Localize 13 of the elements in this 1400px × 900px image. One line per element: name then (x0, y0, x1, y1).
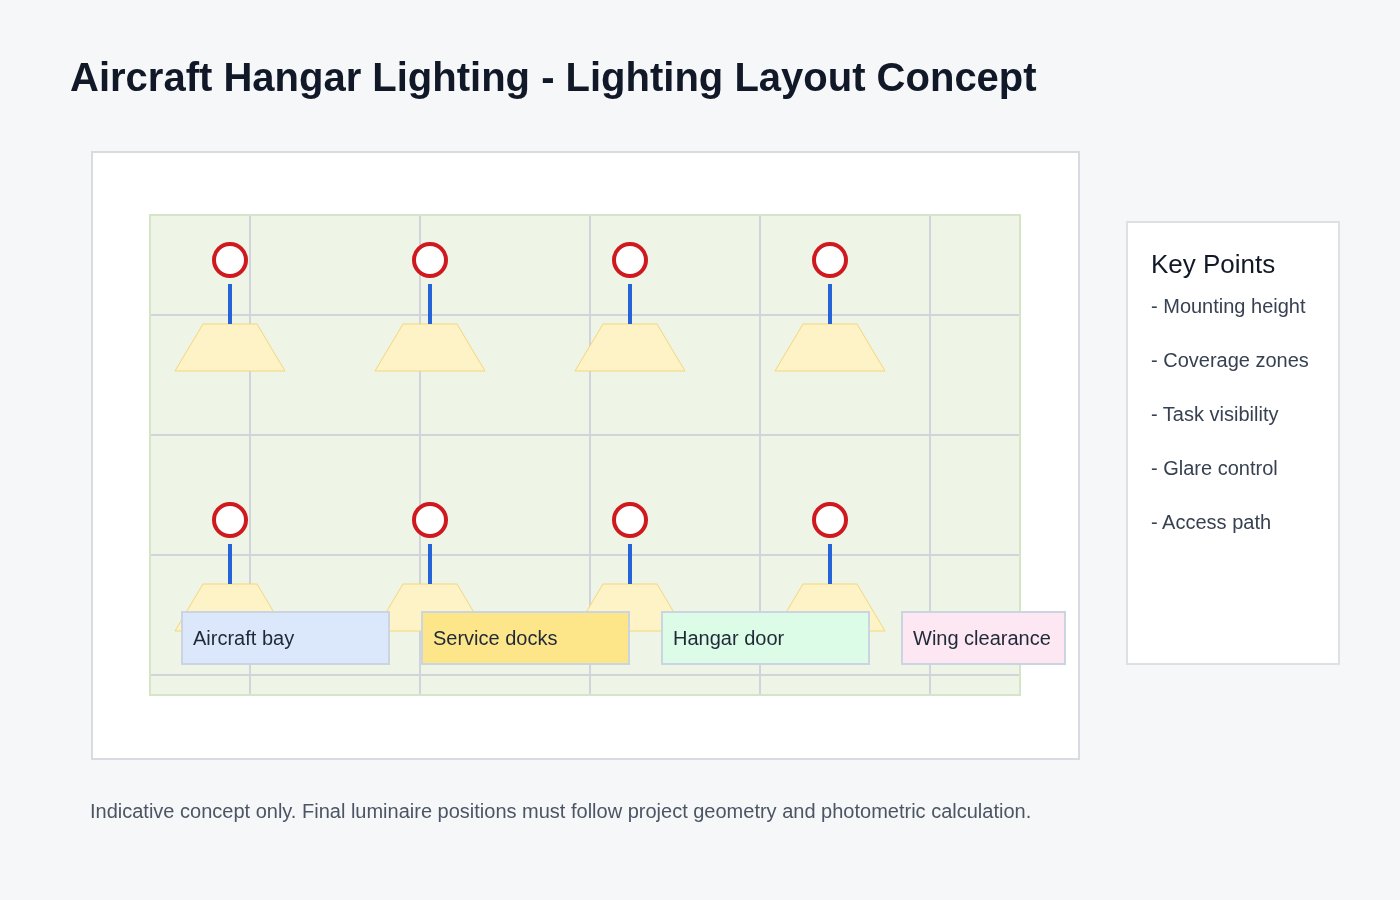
panel-heading: Key Points (1151, 249, 1277, 280)
key-point: - Glare control (1151, 457, 1279, 481)
zone-label: Wing clearance (901, 611, 1066, 665)
key-point: - Task visibility (1151, 403, 1280, 427)
caption: Indicative concept only. Final luminaire positions must follow project geometry and photometric calculation. (90, 800, 1032, 823)
key-point: - Coverage zones (1151, 349, 1310, 373)
key-point: - Access path (1151, 511, 1273, 535)
zone-label: Aircraft bay (181, 611, 390, 665)
zone-label: Service docks (421, 611, 630, 665)
key-point: - Mounting height (1151, 295, 1307, 319)
title: Aircraft Hangar Lighting - Lighting Layout Concept (70, 55, 1037, 100)
zone-label: Hangar door (661, 611, 870, 665)
key-points-panel (1126, 221, 1340, 665)
